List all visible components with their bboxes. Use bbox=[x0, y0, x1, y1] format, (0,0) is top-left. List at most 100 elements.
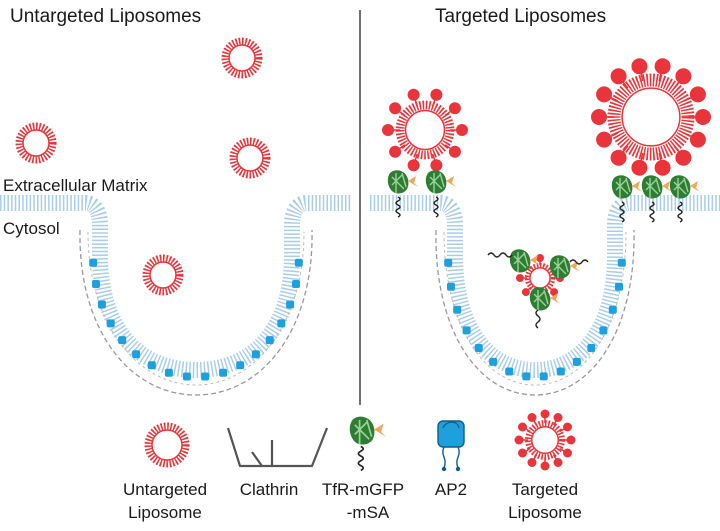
legend-receptor-label-2: -mSA bbox=[347, 503, 390, 522]
ligand-sphere bbox=[536, 254, 544, 262]
ap2-protein bbox=[539, 372, 548, 381]
targeted-liposome bbox=[591, 58, 711, 176]
ap2-protein bbox=[444, 258, 453, 267]
liposome-bilayer bbox=[525, 420, 565, 460]
liposome-inner-leaflet bbox=[404, 109, 446, 151]
ap2-protein bbox=[556, 367, 565, 376]
ligand-sphere bbox=[448, 145, 461, 158]
ligand-sphere bbox=[553, 413, 563, 422]
ap2-protein bbox=[277, 319, 286, 328]
ap2-protein bbox=[89, 258, 98, 267]
untargeted-liposome-icon bbox=[144, 422, 190, 468]
left-ap2-layer bbox=[89, 258, 303, 381]
ligand-sphere bbox=[563, 448, 572, 458]
ligand-sphere bbox=[430, 88, 443, 101]
ligand-sphere bbox=[553, 458, 563, 467]
ligand-sphere bbox=[430, 159, 443, 172]
legend-receptor-label-1: TfR-mGFP bbox=[322, 480, 404, 499]
right-ap2-layer bbox=[444, 258, 626, 381]
ligand-sphere bbox=[407, 88, 420, 101]
ligand-sphere bbox=[610, 68, 627, 85]
ligand-sphere bbox=[540, 461, 550, 471]
ligand-sphere bbox=[516, 274, 524, 282]
ap2-protein bbox=[118, 336, 127, 345]
ap2-protein bbox=[447, 282, 455, 291]
ligand-sphere bbox=[631, 58, 648, 75]
liposome-bilayer bbox=[607, 73, 695, 161]
ap2-protein bbox=[251, 350, 260, 359]
untargeted-liposome bbox=[15, 122, 57, 164]
extracellular-label: Extracellular Matrix bbox=[3, 176, 148, 195]
ap2-protein bbox=[236, 361, 245, 370]
ligand-sphere bbox=[527, 413, 537, 422]
right-membrane bbox=[370, 195, 720, 379]
receptor-icon bbox=[348, 415, 387, 472]
ap2-protein bbox=[615, 282, 623, 291]
ap2-protein bbox=[106, 319, 115, 328]
ap2-protein bbox=[294, 258, 303, 267]
ap2-protein bbox=[453, 305, 462, 314]
ap2-protein bbox=[92, 280, 100, 288]
pit-spring bbox=[535, 309, 541, 329]
ap2-icon bbox=[437, 420, 465, 472]
ligand-sphere bbox=[654, 58, 671, 75]
ligand-sphere bbox=[389, 102, 402, 115]
ap2-protein bbox=[474, 344, 483, 352]
cytosol-label: Cytosol bbox=[3, 219, 60, 238]
ap2-protein bbox=[608, 305, 617, 314]
ligand-sphere bbox=[631, 159, 648, 176]
legend-untargeted-label-1: Untargeted bbox=[123, 480, 207, 499]
targeted-liposome-in-pit bbox=[516, 254, 564, 302]
ap2-protein bbox=[617, 258, 626, 267]
legend-targeted-label-2: Liposome bbox=[508, 503, 582, 522]
ligand-sphere bbox=[695, 109, 711, 125]
ap2-protein bbox=[219, 368, 228, 377]
ligand-sphere bbox=[596, 131, 613, 148]
ligand-sphere bbox=[540, 409, 550, 419]
targeted-liposome-icon bbox=[514, 409, 576, 471]
ligand-sphere bbox=[591, 109, 607, 125]
ap2-protein bbox=[572, 357, 581, 366]
legend-ap2-label: AP2 bbox=[435, 480, 467, 499]
ap2-protein bbox=[286, 300, 295, 309]
ligand-sphere bbox=[456, 124, 468, 136]
ap2-protein bbox=[462, 326, 471, 335]
ligand-sphere bbox=[675, 149, 692, 166]
ligand-sphere bbox=[407, 159, 420, 172]
ligand-sphere bbox=[521, 288, 530, 297]
legend-clathrin-label: Clathrin bbox=[240, 480, 299, 499]
ap2-protein bbox=[132, 350, 141, 359]
left-clathrin-coat bbox=[79, 229, 313, 396]
ligand-sphere bbox=[518, 422, 527, 432]
liposome-inner-leaflet bbox=[621, 87, 681, 147]
receptor bbox=[549, 254, 581, 280]
liposome-bilayer bbox=[524, 262, 556, 294]
liposome-bilayer bbox=[395, 100, 455, 160]
ligand-sphere bbox=[563, 422, 572, 432]
untargeted-liposome-in-pit bbox=[142, 254, 184, 296]
ap2-protein bbox=[265, 336, 274, 345]
ligand-sphere bbox=[389, 145, 402, 158]
left-membrane bbox=[0, 195, 352, 379]
ap2-protein bbox=[97, 300, 106, 309]
ligand-sphere bbox=[550, 288, 559, 297]
pit-spring bbox=[487, 252, 513, 258]
ap2-protein bbox=[505, 367, 514, 376]
ap2-protein bbox=[489, 357, 498, 366]
ligand-sphere bbox=[689, 131, 706, 148]
ap2-protein bbox=[292, 280, 300, 288]
untargeted-liposome bbox=[221, 37, 263, 79]
ap2-protein bbox=[147, 361, 156, 370]
ap2-protein bbox=[201, 372, 210, 381]
ap2-protein bbox=[182, 372, 191, 381]
untargeted-liposome bbox=[229, 137, 271, 179]
ligand-sphere bbox=[518, 448, 527, 458]
ligand-sphere bbox=[654, 159, 671, 176]
legend-untargeted-label-2: Liposome bbox=[128, 503, 202, 522]
receptor bbox=[669, 174, 701, 223]
pit-spring bbox=[569, 259, 589, 265]
left-panel-title: Untargeted Liposomes bbox=[10, 6, 201, 27]
clathrin-icon bbox=[226, 427, 329, 468]
ligand-sphere bbox=[448, 102, 461, 115]
